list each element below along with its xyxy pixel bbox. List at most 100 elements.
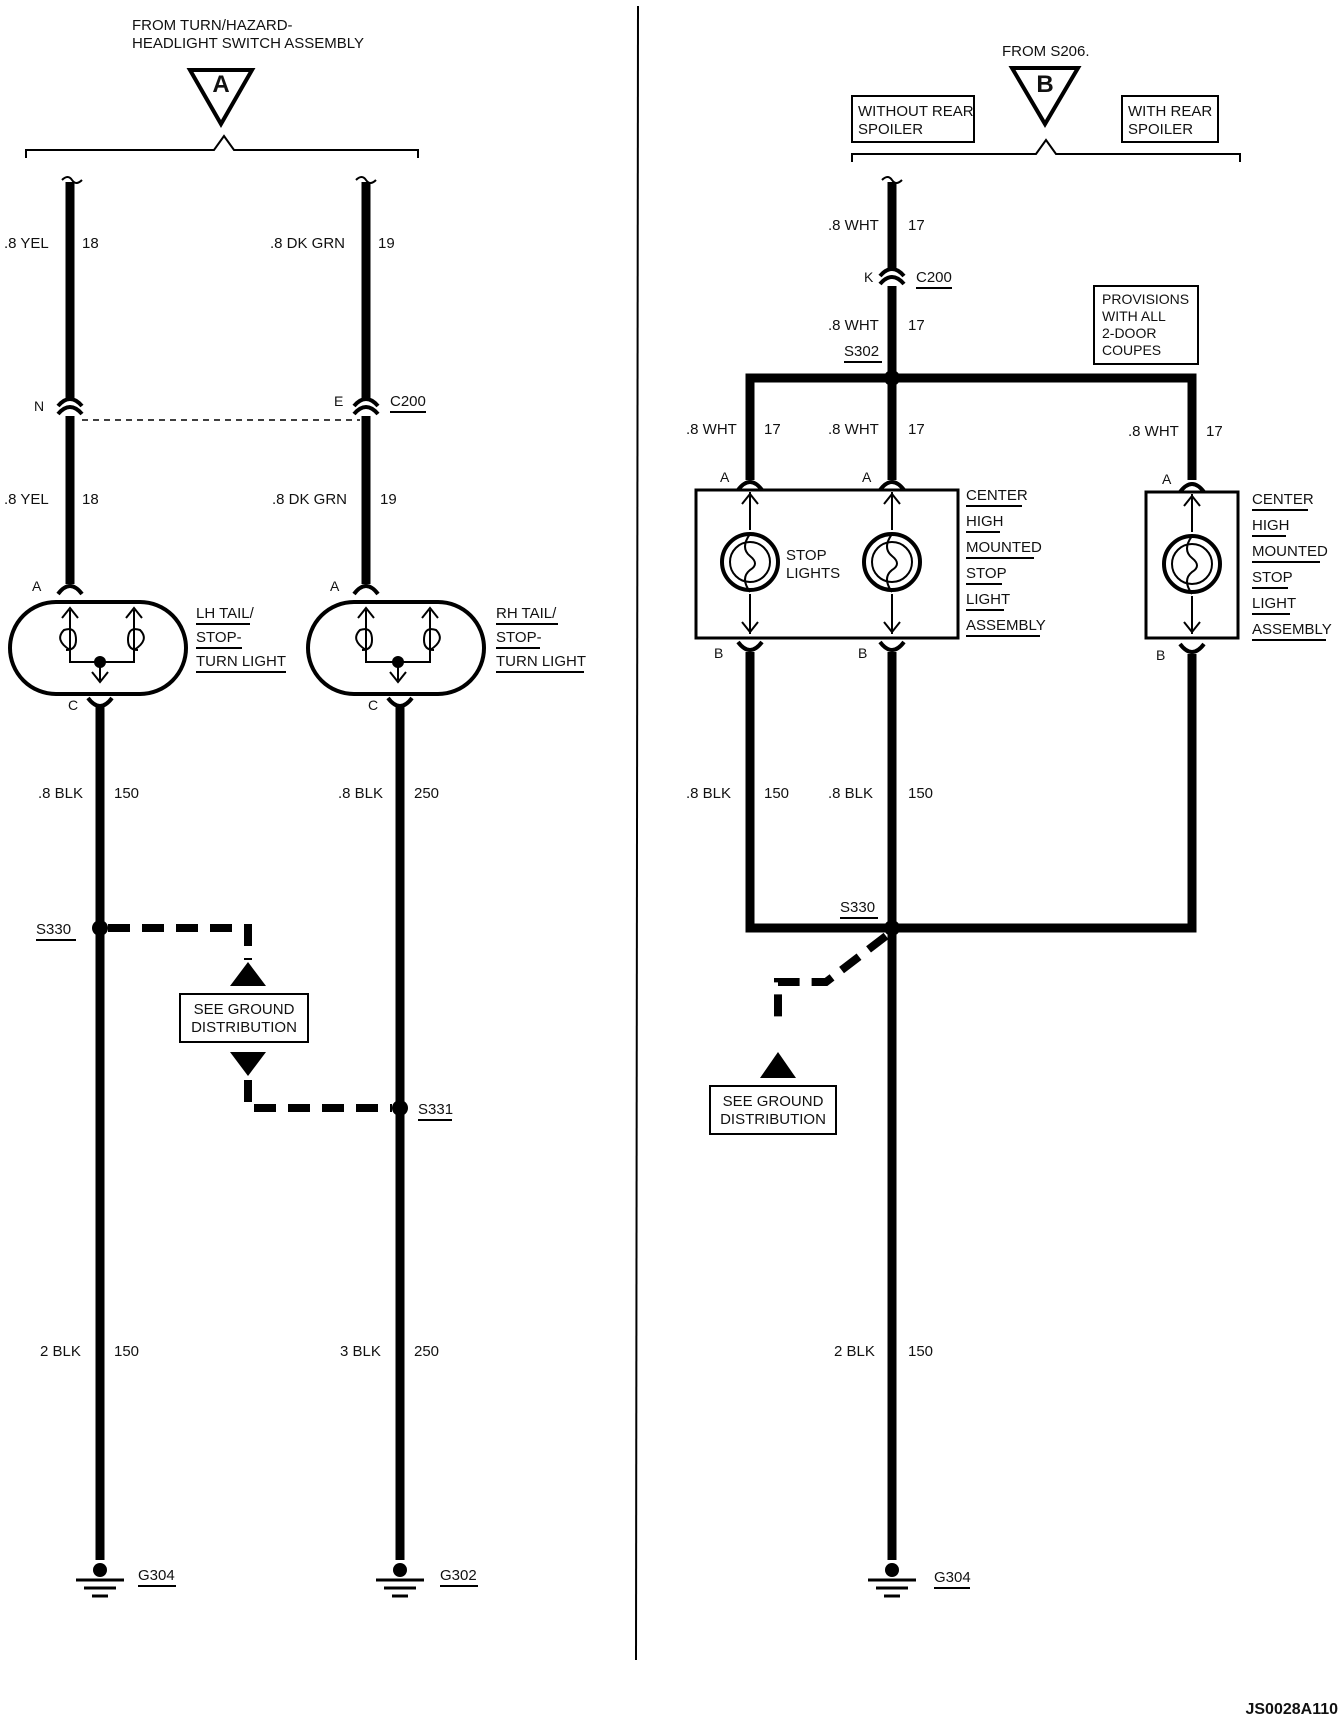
rh-connector-label: C200 (390, 393, 426, 410)
with-spoiler-box (1121, 95, 1219, 143)
chmsl-ground-label: G304 (934, 1569, 971, 1586)
branch2-size: .8 WHT (828, 421, 879, 438)
provisions-line4: COUPES (1102, 342, 1161, 358)
stop-lights-line1: STOP (786, 547, 827, 564)
with-spoiler-line2: SPOILER (1128, 121, 1193, 138)
chmsl-left-asm-5: LIGHT (966, 591, 1010, 608)
chmsl-right-asm-6: ASSEMBLY (1252, 621, 1332, 638)
right-ground-dash (774, 932, 889, 1026)
rh-lamp-housing (306, 600, 486, 696)
left-ground-dash-bottom (244, 1080, 392, 1112)
rh-low-circuit: 250 (414, 785, 439, 802)
provisions-line3: 2-DOOR (1102, 325, 1156, 341)
chmsl-right-asm-underlines (1252, 509, 1326, 641)
lh-low-circuit: 150 (114, 785, 139, 802)
lh-lamp-label-2: STOP- (196, 629, 242, 646)
rh-top-size: .8 DK GRN (270, 235, 345, 252)
connector-b-triangle (1008, 66, 1082, 128)
without-spoiler-box (851, 95, 975, 143)
chmsl-lower-bus (745, 652, 1197, 933)
chmsl-left-pin-a2-cup (878, 480, 906, 492)
from-s206-label: FROM S206. (1002, 43, 1090, 60)
lh-low-size: .8 BLK (38, 785, 83, 802)
section-divider (635, 5, 639, 1661)
branch3-size: .8 WHT (1128, 423, 1179, 440)
lh-wire-break (61, 176, 83, 184)
rh-lamp-label-1: RH TAIL/ (496, 605, 557, 622)
chmsl-2-circuit: 17 (908, 317, 925, 334)
rh-lamp-label-2: STOP- (496, 629, 542, 646)
chmsl-left-assembly (694, 488, 960, 640)
branch1-size: .8 WHT (686, 421, 737, 438)
header-b-brace (851, 138, 1241, 162)
chmsl-left-asm-1: CENTER (966, 487, 1028, 504)
chmsl-left-asm-6: ASSEMBLY (966, 617, 1046, 634)
chmsl-left-pin-a2: A (862, 469, 872, 485)
chmsl-right-asm-3: MOUNTED (1252, 543, 1328, 560)
chmsl-left-pin-a1-cup (736, 480, 764, 492)
chmsl-right-pin-b: B (1156, 647, 1165, 663)
from-turn-hazard-label: FROM TURN/HAZARD- (132, 17, 293, 34)
chmsl-2-size: .8 WHT (828, 317, 879, 334)
lh-pin-a-cup (56, 584, 84, 596)
chmsl-left-pin-b2-cup (878, 640, 906, 652)
s330-right-label: S330 (840, 899, 875, 916)
chmsl-c200-connector (878, 267, 906, 286)
chmsl-right-bulb-icon (1162, 494, 1222, 634)
rh-mid-circuit: 19 (380, 491, 397, 508)
left-see-ground-line2: DISTRIBUTION (191, 1019, 297, 1036)
lh-top-circuit: 18 (82, 235, 99, 252)
connector-a-triangle (186, 68, 256, 129)
chmsl-left-pin-b1: B (714, 645, 723, 661)
left-ground-arrow-up (230, 962, 266, 986)
chmsl-bot-circuit: 150 (908, 1343, 933, 1360)
without-spoiler-line1: WITHOUT REAR (858, 103, 974, 120)
provisions-line2: WITH ALL (1102, 308, 1166, 324)
chmsl-ground-icon (868, 1563, 916, 1598)
lh-mid-circuit: 18 (82, 491, 99, 508)
chmsl-left-asm-underlines (966, 505, 1040, 637)
figure-id: JS0028A110 (1245, 1701, 1338, 1718)
left-ground-arrow-down (230, 1052, 266, 1076)
low2-size: .8 BLK (828, 785, 873, 802)
chmsl-left-asm-2: HIGH (966, 513, 1004, 530)
rh-splice-label: S331 (418, 1101, 453, 1118)
lh-bot-size: 2 BLK (40, 1343, 81, 1360)
provisions-line1: PROVISIONS (1102, 291, 1189, 307)
rh-bot-circuit: 250 (414, 1343, 439, 1360)
rh-mid-size: .8 DK GRN (272, 491, 347, 508)
chmsl-right-pin-b-cup (1178, 642, 1206, 654)
lh-ground-icon (76, 1563, 124, 1598)
branch3-circuit: 17 (1206, 423, 1223, 440)
rh-top-circuit: 19 (378, 235, 395, 252)
low1-circuit: 150 (764, 785, 789, 802)
rh-pin-a: A (330, 578, 340, 594)
right-see-ground-line2: DISTRIBUTION (720, 1111, 826, 1128)
lh-splice-label: S330 (36, 921, 71, 938)
right-see-ground-line1: SEE GROUND (723, 1093, 824, 1110)
lh-top-size: .8 YEL (4, 235, 49, 252)
left-ground-dash-top (108, 924, 252, 960)
lh-ground-label: G304 (138, 1567, 175, 1584)
chmsl-pin-k: K (864, 269, 874, 285)
rh-c200-connector (352, 397, 380, 416)
lh-lamp-node (94, 656, 106, 668)
rh-low-size: .8 BLK (338, 785, 383, 802)
with-spoiler-line1: WITH REAR (1128, 103, 1212, 120)
left-section: FROM TURN/HAZARD- HEADLIGHT SWITCH ASSEM… (4, 17, 586, 1598)
branch1-circuit: 17 (764, 421, 781, 438)
chmsl-right-asm-4: STOP (1252, 569, 1293, 586)
s330-right-splice-dot (884, 920, 900, 936)
lh-lamp-label-3: TURN LIGHT (196, 653, 286, 670)
chmsl-left-pin-b2: B (858, 645, 867, 661)
lh-pin-a: A (32, 578, 42, 594)
rh-ground-label: G302 (440, 1567, 477, 1584)
low2-circuit: 150 (908, 785, 933, 802)
chmsl-left-asm-3: MOUNTED (966, 539, 1042, 556)
lh-pin-n: N (34, 398, 44, 414)
chmsl-left-bulb-1-icon (720, 492, 780, 634)
low1-size: .8 BLK (686, 785, 731, 802)
stop-lights-line2: LIGHTS (786, 565, 840, 582)
right-see-ground-box (709, 1085, 837, 1135)
